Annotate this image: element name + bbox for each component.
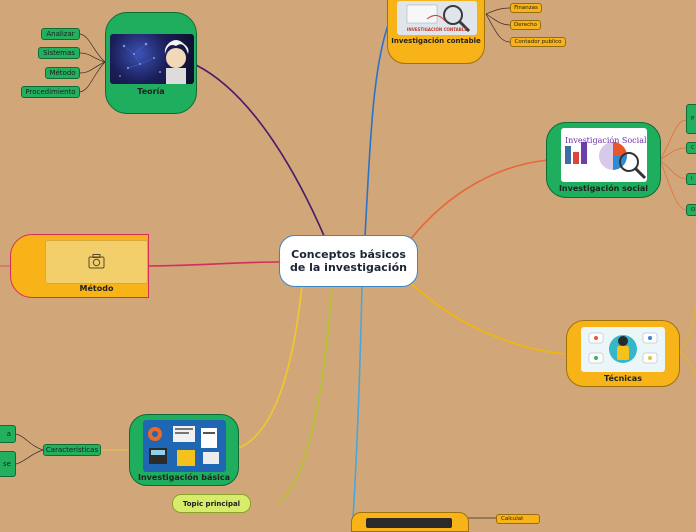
metodo-image-placeholder (45, 240, 148, 284)
basica-label: Investigación básica (138, 473, 230, 482)
leaf-basica-sub-2[interactable]: se (0, 451, 16, 477)
leaf-basica-sub-1[interactable]: a (0, 425, 16, 443)
leaf-social-4[interactable]: O (686, 204, 696, 216)
basica-image (143, 420, 226, 472)
tecnicas-label: Técnicas (604, 374, 642, 383)
leaf-metodo[interactable]: Método (45, 67, 80, 79)
connector-tecnicas (411, 283, 569, 355)
leaf-finanzas[interactable]: Finanzas (510, 3, 542, 13)
leaf-social-1[interactable]: P (686, 104, 696, 134)
leaf-analizar[interactable]: Analizar (41, 28, 80, 40)
connector-metodo (147, 261, 280, 267)
leaf-social-2[interactable]: C (686, 142, 696, 154)
social-image: Investigación Social (561, 128, 647, 182)
node-bottom-partial[interactable] (351, 512, 469, 532)
leaf-derecho[interactable]: Derecho (510, 20, 541, 30)
connector-bottom (352, 285, 363, 519)
connector-basica (238, 285, 303, 449)
contable-label: Investigación contable (391, 37, 481, 45)
mind-map-connectors (0, 7, 696, 519)
contable-image-caption: INVESTIGACIÓN CONTABLE (406, 27, 468, 32)
leaf-procedimiento[interactable]: Procedimiento (21, 86, 80, 98)
teoria-label: Teoría (137, 87, 165, 96)
leaf-contador-publico[interactable]: Contador publico (510, 37, 566, 47)
tecnicas-image (581, 327, 665, 372)
connector-topic (277, 285, 333, 504)
teoria-image (110, 34, 194, 84)
connector-social (409, 159, 549, 241)
connector-contable (364, 14, 393, 237)
social-image-caption: Investigación Social (565, 136, 647, 145)
node-investigacion-social[interactable]: Investigación Social Investigación socia… (546, 122, 661, 198)
node-topic-principal[interactable]: Topic principal (172, 494, 251, 513)
node-investigacion-basica[interactable]: Investigación básica (129, 414, 239, 486)
leaf-social-3[interactable]: I (686, 173, 696, 185)
connector-teoria (195, 64, 326, 239)
camera-icon (88, 254, 105, 269)
leaf-bottom-partial[interactable]: Calculat (496, 514, 540, 524)
node-metodo[interactable]: Método (10, 234, 149, 298)
node-teoria[interactable]: Teoría (105, 12, 197, 114)
node-tecnicas[interactable]: Técnicas (566, 320, 680, 387)
metodo-label: Método (79, 284, 114, 293)
leaf-sistemas[interactable]: Sistemas (38, 47, 80, 59)
leaf-caracteristicas[interactable]: Características (43, 444, 101, 456)
social-label: Investigación social (558, 184, 649, 193)
node-investigacion-contable[interactable]: INVESTIGACIÓN CONTABLE Investigación con… (387, 0, 485, 64)
central-topic[interactable]: Conceptos básicos de la investigación (279, 235, 418, 287)
contable-image: INVESTIGACIÓN CONTABLE (397, 1, 477, 35)
